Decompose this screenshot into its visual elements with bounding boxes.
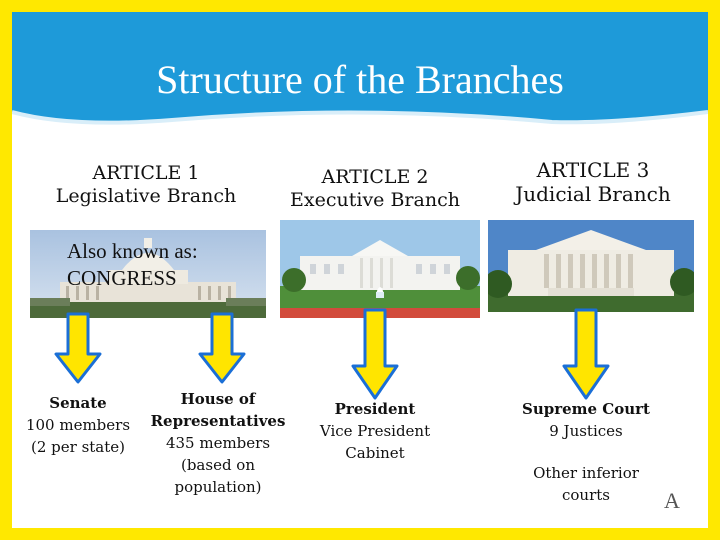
aka-line-2: CONGRESS	[67, 266, 177, 290]
executive-line-1: President	[334, 400, 416, 418]
judicial-block: Supreme Court 9 Justices	[512, 398, 660, 442]
corner-logo-mark: A	[664, 488, 680, 513]
arrow-down-icon	[351, 308, 399, 400]
capitol-photo	[30, 230, 266, 318]
also-known-as-label: Also known as: CONGRESS	[67, 238, 237, 292]
legislative-article: ARTICLE 1	[92, 162, 200, 184]
legislative-heading: ARTICLE 1 Legislative Branch	[30, 162, 262, 208]
title-banner	[12, 12, 708, 125]
white-house-photo	[280, 220, 480, 318]
executive-article: ARTICLE 2	[321, 166, 429, 188]
house-members: 435 members	[165, 434, 271, 452]
house-title-line-1: House of	[180, 390, 256, 408]
executive-line-3: Cabinet	[345, 444, 405, 462]
senate-members: 100 members	[25, 416, 131, 434]
executive-block: President Vice President Cabinet	[302, 398, 448, 464]
aka-line-1: Also known as:	[67, 239, 198, 263]
arrow-down-icon	[198, 312, 246, 384]
slide-title: Structure of the Branches	[156, 57, 564, 102]
judicial-line-2: 9 Justices	[549, 422, 623, 440]
judicial-other-line-1: Other inferior	[533, 464, 639, 482]
slide: Structure of the Branches ARTICLE 1 Legi…	[12, 12, 708, 528]
executive-branch: Executive Branch	[290, 188, 460, 211]
executive-line-2: Vice President	[319, 422, 431, 440]
judicial-article: ARTICLE 3	[536, 158, 650, 182]
house-note-line-1: (based on	[180, 456, 256, 474]
judicial-line-1: Supreme Court	[522, 400, 650, 418]
house-note-line-2: population)	[174, 478, 262, 496]
judicial-heading: ARTICLE 3 Judicial Branch	[488, 158, 698, 206]
house-title-line-2: Representatives	[150, 412, 286, 430]
arrow-down-icon	[562, 308, 610, 400]
supreme-court-photo	[488, 220, 694, 312]
executive-heading: ARTICLE 2 Executive Branch	[270, 166, 480, 212]
legislative-branch: Legislative Branch	[55, 184, 237, 207]
judicial-branch: Judicial Branch	[515, 182, 671, 206]
arrow-down-icon	[54, 312, 102, 384]
house-block: House of Representatives 435 members (ba…	[144, 388, 292, 498]
judicial-other-line-2: courts	[562, 486, 610, 504]
senate-note: (2 per state)	[30, 438, 125, 456]
senate-block: Senate 100 members (2 per state)	[16, 392, 140, 458]
senate-title: Senate	[49, 394, 107, 412]
judicial-other-block: Other inferior courts	[512, 462, 660, 506]
